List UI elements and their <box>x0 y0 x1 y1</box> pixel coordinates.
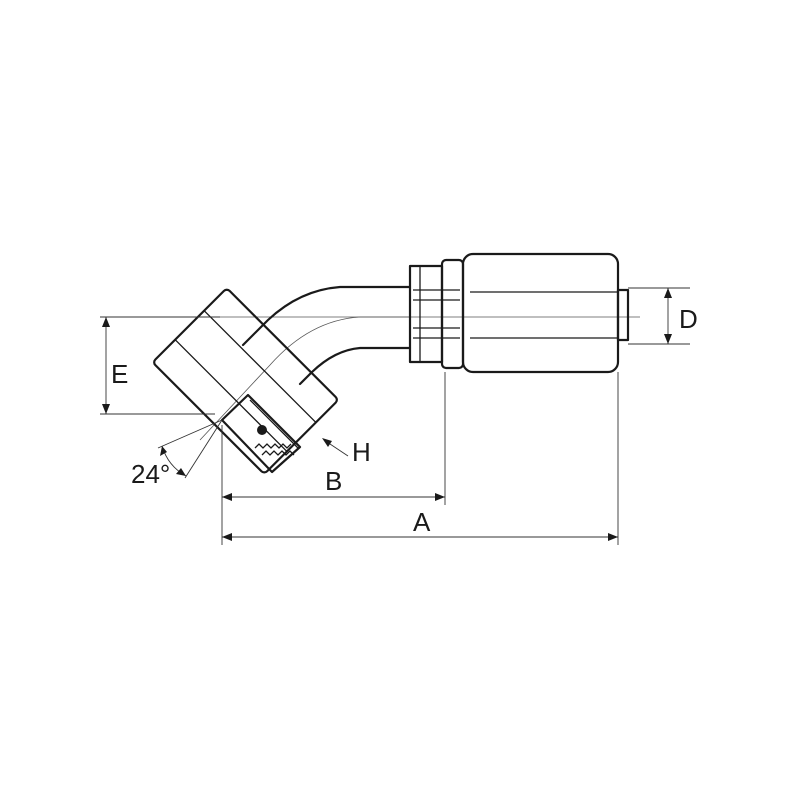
label-b: B <box>325 466 342 496</box>
leader-h <box>322 438 349 457</box>
ferrule-collar <box>408 258 465 370</box>
hex-nut <box>153 288 338 474</box>
dimension-angle <box>157 419 223 479</box>
label-a: A <box>413 507 431 537</box>
label-d: D <box>679 304 698 334</box>
label-e: E <box>111 359 128 389</box>
dimension-d <box>628 287 690 345</box>
seal-dot <box>257 425 267 435</box>
ferrule <box>461 252 630 374</box>
dimension-e <box>100 316 220 415</box>
nut-nose <box>220 393 302 474</box>
label-angle: 24° <box>131 459 170 489</box>
dimension-b <box>221 372 446 545</box>
bend-centerline <box>199 316 410 441</box>
dimension-a <box>222 372 619 545</box>
label-h: H <box>352 437 371 467</box>
bent-tube <box>241 285 412 386</box>
